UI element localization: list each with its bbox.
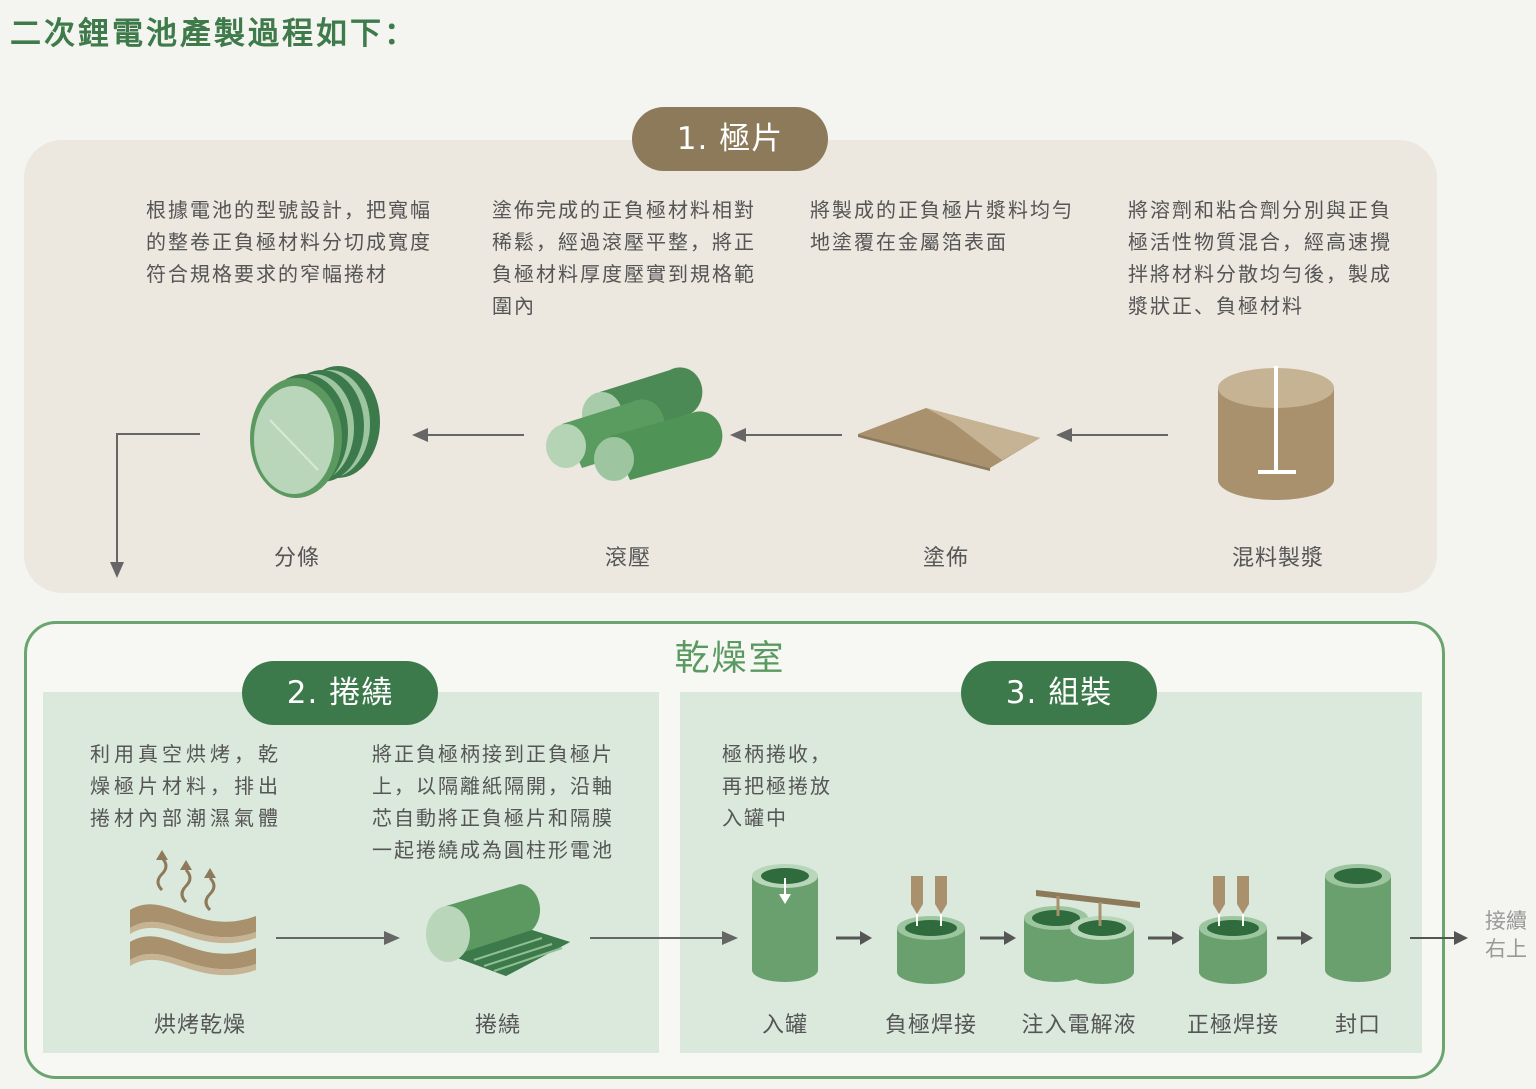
section-winding-pill: 2. 捲繞 [242, 661, 438, 725]
arrow-canning-to-negative [836, 931, 872, 945]
section-electrode-pill: 1. 極片 [632, 107, 828, 171]
coating-description: 將製成的正負極片漿料均勻 地塗覆在金屬箔表面 [810, 198, 1074, 254]
slitting-label: 分條 [273, 546, 320, 571]
section-assembly-pill: 3. 組裝 [961, 661, 1157, 725]
positive-weld-icon [1199, 876, 1267, 984]
continue-note: 接續 右上 [1485, 909, 1527, 961]
arrow-sealing-to-next [1410, 931, 1468, 945]
electrolyte-label: 注入電解液 [1021, 1013, 1137, 1038]
arrow-winding-to-canning [590, 931, 738, 945]
page-title: 二次鋰電池產製過程如下： [10, 16, 418, 52]
positive-weld-label: 正極焊接 [1186, 1013, 1279, 1038]
winding-roll-icon [426, 884, 570, 976]
mixing-description: 將溶劑和粘合劑分別與正負 極活性物質混合，經高速攪 拌將材料分散均勻後，製成 漿… [1128, 198, 1392, 318]
assembly-description: 極柄捲收， 再把極捲放 入罐中 [722, 742, 832, 830]
rolling-label: 滾壓 [604, 546, 651, 571]
winding-description: 將正負極柄接到正負極片 上，以隔離紙隔開，沿軸 芯自動將正負極片和隔膜 一起捲繞… [372, 742, 614, 862]
baking-drying-icon [130, 850, 256, 976]
baking-description: 利用真空烘烤，乾 燥極片材料，排出 捲材內部潮濕氣體 [90, 742, 282, 830]
arrow-positive-to-sealing [1277, 931, 1313, 945]
mixing-tank-icon [1218, 366, 1334, 500]
arrow-slitting-down [110, 433, 200, 578]
winding-label: 捲繞 [474, 1013, 521, 1038]
arrow-rolling-to-slitting [412, 428, 524, 442]
arrow-negative-to-electrolyte [980, 931, 1016, 945]
arrow-coating-to-rolling [730, 428, 842, 442]
rolling-description: 塗佈完成的正負極材料相對 稀鬆，經過滾壓平整，將正 負極材料厚度壓實到規格範 圍… [492, 198, 756, 318]
slitting-rolls-icon [250, 366, 380, 498]
electrode-panel [24, 140, 1437, 593]
arrow-baking-to-winding [276, 931, 400, 945]
coating-sheet-icon [858, 408, 1040, 471]
mixing-label: 混料製漿 [1231, 546, 1324, 571]
slitting-description: 根據電池的型號設計，把寬幅 的整卷正負極材料分切成寬度 符合規格要求的窄幅捲材 [146, 198, 432, 286]
canning-icon [752, 864, 818, 982]
arrow-mixing-to-coating [1056, 428, 1168, 442]
dry-room-title: 乾燥室 [674, 639, 786, 679]
negative-weld-icon [897, 876, 965, 984]
rolling-cylinders-icon [546, 367, 723, 481]
winding-panel [43, 692, 659, 1053]
baking-label: 烘烤乾燥 [153, 1013, 246, 1038]
arrow-electrolyte-to-positive [1148, 931, 1184, 945]
sealing-icon [1325, 864, 1391, 982]
sealing-label: 封口 [1334, 1013, 1381, 1038]
coating-label: 塗佈 [922, 546, 969, 571]
canning-label: 入罐 [761, 1013, 808, 1038]
electrolyte-injection-icon [1024, 890, 1140, 984]
negative-weld-label: 負極焊接 [884, 1013, 977, 1038]
